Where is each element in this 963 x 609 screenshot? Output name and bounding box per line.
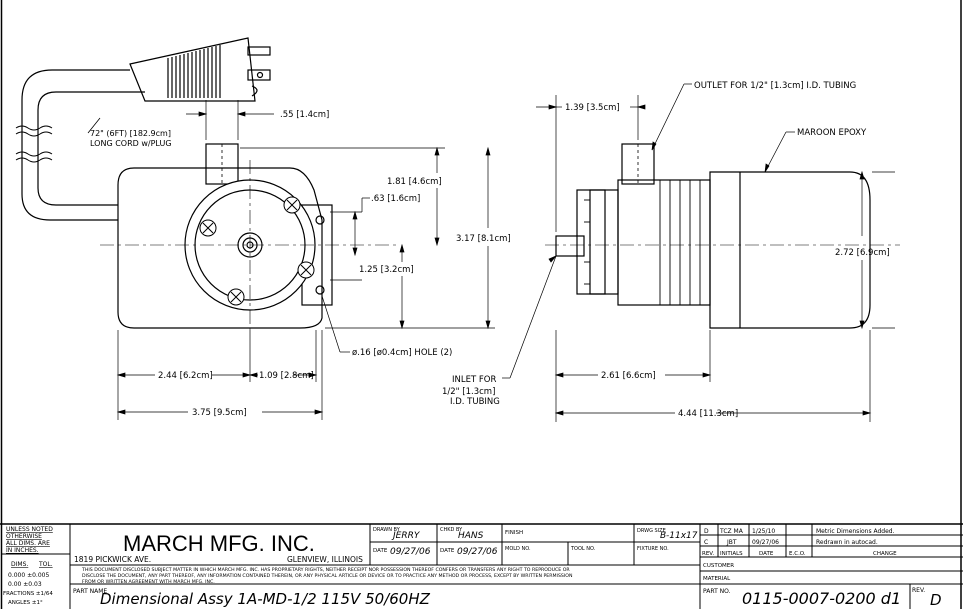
dim-overall-height: 3.17 [8.1cm] [456,234,511,244]
mold-no-label: MOLD NO. [505,546,531,552]
notes-line4: IN INCHES. [6,547,39,554]
tol-row3: FRACTIONS ±1/64 [3,591,53,597]
part-name-label: PART NAME [73,588,107,595]
tol-dims-header: DIMS. [11,561,28,568]
dim-hole-spacing: .63 [1.6cm] [371,194,420,204]
rev2-letter: C [704,539,708,546]
drawn-by-value: JERRY [391,531,421,541]
customer-label: CUSTOMER [703,563,734,569]
side-view-fins [584,180,701,305]
revision-table: D TCZ MA 1/25/10 Metric Dimensions Added… [702,528,942,609]
finish-label: FINISH [505,530,523,536]
dim-outlet-offset: 1.39 [3.5cm] [565,103,620,113]
tol-row4: ANGLES ±1° [8,600,43,606]
part-name-value: Dimensional Assy 1A-MD-1/2 115V 50/60HZ [100,590,431,608]
cord-label-line2: LONG CORD w/PLUG [90,139,172,148]
title-notes: UNLESS NOTED OTHERWISE ALL DIMS. ARE IN … [3,526,53,606]
rev-header-change: CHANGE [873,551,897,557]
dim-width-left: 2.44 [6.2cm] [158,371,213,381]
inlet-label-line3: I.D. TUBING [450,397,500,407]
rev-header-initials: INITIALS [720,551,743,557]
disclaimer-line3: FROM OR WRITTEN AGREEMENT WITH MARCH MFG… [82,579,215,585]
disclaimer-line2: DISCLOSE THE DOCUMENT, ANY PART THEREOF,… [82,573,573,579]
dim-width-mid: 1.09 [2.8cm] [259,371,314,381]
tol-tol-header: TOL. [38,561,53,568]
dim-overall-width: 3.75 [9.5cm] [192,408,247,418]
rev1-change: Metric Dimensions Added. [816,528,895,535]
dim-body-height: 2.72 [6.9cm] [835,248,890,258]
fixture-no-label: FIXTURE NO. [637,546,669,552]
rev2-initials: JBT [726,539,737,546]
front-view-screws [199,196,315,306]
dim-center-offset: 1.25 [3.2cm] [359,265,414,275]
rev-label: REV. [912,587,925,594]
notes-line2: OTHERWISE [6,533,42,540]
rev-value: D [930,591,942,609]
cord-label-line1: 72" (6FT) [182.9cm] [90,129,171,138]
plug-and-cord [15,37,271,221]
rev-header-rev: REV. [702,551,714,557]
rev-header-date: DATE [759,551,774,557]
epoxy-label: MAROON EPOXY [797,128,867,138]
company-name: MARCH MFG. INC. [123,531,315,556]
chkd-by-label: CHKD BY [440,527,463,533]
part-no-label: PART NO. [703,588,731,595]
part-no-value: 0115-0007-0200 d1 [742,589,901,608]
inlet-label-line2: 1/2" [1.3cm] [442,387,495,397]
rev2-date: 09/27/06 [752,539,779,546]
dim-overall-length: 4.44 [11.3cm] [678,409,738,419]
date-drawn-value: 09/27/06 [390,547,431,557]
rev1-date: 1/25/10 [752,528,775,535]
dim-hole-label: ø.16 [ø0.4cm] HOLE (2) [352,348,452,358]
side-view-dimension-lines [502,83,895,422]
date-chkd-label: DATE [440,548,455,554]
rev-header-eco: E.C.O. [789,551,806,557]
date-chkd-value: 09/27/06 [457,547,498,557]
inlet-label-line1: INLET FOR [452,375,496,385]
dim-body-length: 2.61 [6.6cm] [601,371,656,381]
rev1-initials: TCZ MA [719,528,744,535]
title-block-grid [2,524,963,609]
dwg-size-label: DRWG SIZE [637,528,666,534]
rev1-letter: D [704,528,709,535]
disclaimer-line1: THIS DOCUMENT DISCLOSED SUBJECT MATTER I… [81,567,570,573]
chkd-by-value: HANS [458,531,484,541]
notes-line1: UNLESS NOTED [6,526,53,533]
front-view-centerlines [100,160,400,330]
dwg-size-value: B-11x17 [660,531,698,541]
rev2-change: Redrawn in autocad. [816,539,878,546]
material-label: MATERIAL [703,576,731,582]
company-address: 1819 PICKWICK AVE. [74,555,151,564]
notes-line3: ALL DIMS. ARE [6,540,50,547]
plug-grip-ribs [167,45,221,98]
tool-no-label: TOOL NO. [570,546,596,552]
tol-row1: 0.000 ±0.005 [8,572,49,579]
side-view-body [555,143,871,329]
front-view-dimension-lines [116,100,495,420]
outlet-label: OUTLET FOR 1/2" [1.3cm] I.D. TUBING [694,81,856,91]
tol-row2: 0.00 ±0.03 [8,581,42,588]
company-city: GLENVIEW, ILLINOIS [287,555,363,564]
dim-upper-height: 1.81 [4.6cm] [387,177,442,187]
date-drawn-label: DATE [373,548,388,554]
drawn-by-label: DRAWN BY [373,527,401,533]
dim-top-width: .55 [1.4cm] [280,110,329,120]
title-fields: DRAWN BY JERRY CHKD BY HANS FINISH DRWG … [73,527,698,608]
